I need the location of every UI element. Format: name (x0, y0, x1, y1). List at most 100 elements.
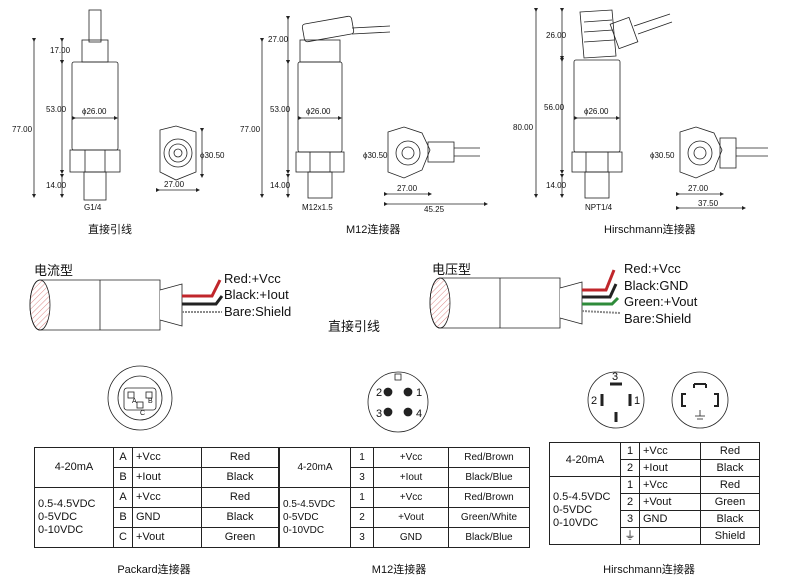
thread-port-m12 (307, 171, 333, 199)
m12-pin-3: 3 (376, 408, 382, 420)
dim-bottom-3: 14.00 (546, 181, 567, 190)
dim-mid-3: 56.00 (544, 103, 565, 112)
wire-label-green-voltage: Green:+Vout (624, 294, 698, 309)
table-row: 0.5-4.5VDC 0-5VDC 0-10VDC A +Vcc Red (34, 487, 279, 548)
table-cell-color: Green/White (448, 507, 530, 528)
m12-coupling (299, 39, 341, 63)
m12-pin-4: 4 (416, 408, 422, 420)
hirschmann-pin-1: 1 (634, 395, 640, 407)
table-cell-color: Red/Brown (448, 447, 530, 468)
dim-width-3: 27.00 (688, 184, 709, 193)
pinout-hirschmann-female (671, 371, 729, 429)
m12-pin-table: 4-20mA 1 +Vcc Red/Brown 3 +Iout Black/Bl… (279, 447, 530, 548)
table-cell-mode: 0.5-4.5VDC 0-5VDC 0-10VDC (34, 487, 114, 548)
hex-nut (69, 149, 121, 173)
wire-label-red-voltage: Red:+Vcc (624, 261, 681, 276)
table-cell-signal: +Vout (132, 527, 202, 548)
table-cell-signal: +Vout (639, 493, 701, 511)
m12-pin-2: 2 (376, 387, 382, 399)
table-cell-color: Red (700, 442, 760, 460)
wiring-current-title: 电流型 (34, 263, 73, 278)
drawing-direct-lead (32, 9, 204, 201)
table-row: 4-20mA A +Vcc Red (34, 447, 279, 488)
table-cell-signal: +Iout (373, 467, 449, 488)
caption-hirschmann-table: Hirschmann连接器 (603, 564, 695, 576)
table-row: B +Iout Black (35, 467, 279, 488)
dim-mid-2: 53.00 (270, 105, 291, 114)
wire-bare-voltage (581, 310, 621, 314)
table-cell-signal: +Iout (132, 467, 202, 488)
table-cell-signal: GND (373, 527, 449, 548)
table-cell-mode: 0.5-4.5VDC 0-5VDC 0-10VDC (549, 476, 621, 545)
table-cell-pin: C (113, 527, 133, 548)
dim-mid-1: 53.00 (46, 105, 67, 114)
table-cell-color: Shield (700, 527, 760, 545)
m12-plug-side (427, 141, 455, 163)
wire-label-black-current: Black:+Iout (224, 287, 289, 302)
table-cell-signal (639, 527, 701, 545)
table-cell-pin: 2 (620, 493, 640, 511)
hex-nut-m12 (295, 151, 345, 173)
dim-thread-1: G1/4 (84, 203, 102, 212)
table-cell-signal: +Vcc (639, 442, 701, 460)
hirschmann-pin-3: 3 (612, 371, 618, 383)
table-cell-signal: +Vcc (132, 447, 202, 468)
cable-gland (81, 39, 109, 63)
table-row: 4-20mA 1 +Vcc Red (549, 442, 760, 477)
dim-top-1: 17.00 (50, 46, 71, 55)
dim-hexdia-1: ϕ30.50 (200, 151, 225, 160)
cable-strain-relief (88, 9, 102, 43)
caption-m12-table: M12连接器 (371, 564, 427, 576)
sensor-body-hirschmann (573, 59, 621, 153)
wire-green-voltage (582, 296, 620, 306)
dim-top-2: 27.00 (268, 35, 289, 44)
table-cell-pin: 3 (350, 467, 374, 488)
wire-label-red-current: Red:+Vcc (224, 271, 281, 286)
wire-black-voltage (582, 283, 618, 299)
table-cell-color: Red (201, 447, 279, 468)
packard-pin-table: 4-20mA A +Vcc Red B +Iout Black 0.5-4.5V… (34, 447, 279, 548)
table-row: 3 GND Black/Blue (280, 527, 530, 548)
dim-bottom-1: 14.00 (46, 181, 67, 190)
table-cell-pin: 3 (620, 510, 640, 528)
caption-packard: Packard连接器 (117, 564, 191, 576)
hirschmann-pin-table: 4-20mA 1 +Vcc Red 2 +Iout Black 0.5-4.5V… (549, 442, 760, 545)
dim-dia-1: ϕ26.00 (82, 107, 107, 116)
table-cell-signal: +Vcc (132, 487, 202, 508)
wiring-voltage-title: 电压型 (432, 262, 471, 277)
table-row: 4-20mA 1 +Vcc Red/Brown (279, 447, 530, 488)
hex-nut-hirschmann (571, 151, 623, 173)
ground-icon: ⏚ (620, 527, 640, 545)
table-cell-color: Black (700, 510, 760, 528)
table-row: 2 +Iout Black (550, 459, 760, 477)
hex-side-view-hirschmann (679, 126, 723, 179)
table-cell-color: Green (700, 493, 760, 511)
packard-pin-a: A (132, 398, 137, 405)
table-cell-pin: 1 (350, 487, 374, 508)
table-cell-pin: 3 (350, 527, 374, 548)
table-cell-pin: A (113, 447, 133, 468)
table-cell-signal: +Vout (373, 507, 449, 528)
table-row: 0.5-4.5VDC 0-5VDC 0-10VDC 1 +Vcc Red/Bro… (279, 487, 530, 548)
wire-red-current (182, 279, 222, 298)
table-cell-color: Black (700, 459, 760, 477)
dim-length-2: 45.25 (424, 205, 445, 214)
caption-hirschmann: Hirschmann连接器 (604, 223, 696, 236)
table-cell-color: Black/Blue (448, 527, 530, 548)
drawing-m12 (260, 15, 488, 206)
table-cell-color: Red (700, 476, 760, 494)
pinout-hirschmann-male (587, 371, 645, 429)
table-cell-mode: 4-20mA (34, 447, 114, 488)
table-cell-color: Black/Blue (448, 467, 530, 488)
caption-direct-lead: 直接引线 (88, 222, 132, 236)
table-cell-signal: +Vcc (373, 487, 449, 508)
table-cell-pin: 1 (620, 476, 640, 494)
wiring-voltage (429, 269, 621, 329)
dim-dia-2: ϕ26.00 (306, 107, 331, 116)
hirschmann-pin-2: 2 (591, 395, 597, 407)
sensor-body (71, 61, 119, 151)
wire-label-bare-voltage: Bare:Shield (624, 311, 691, 326)
table-row: 2 +Vout Green (550, 493, 760, 511)
table-cell-color: Red (201, 487, 279, 508)
